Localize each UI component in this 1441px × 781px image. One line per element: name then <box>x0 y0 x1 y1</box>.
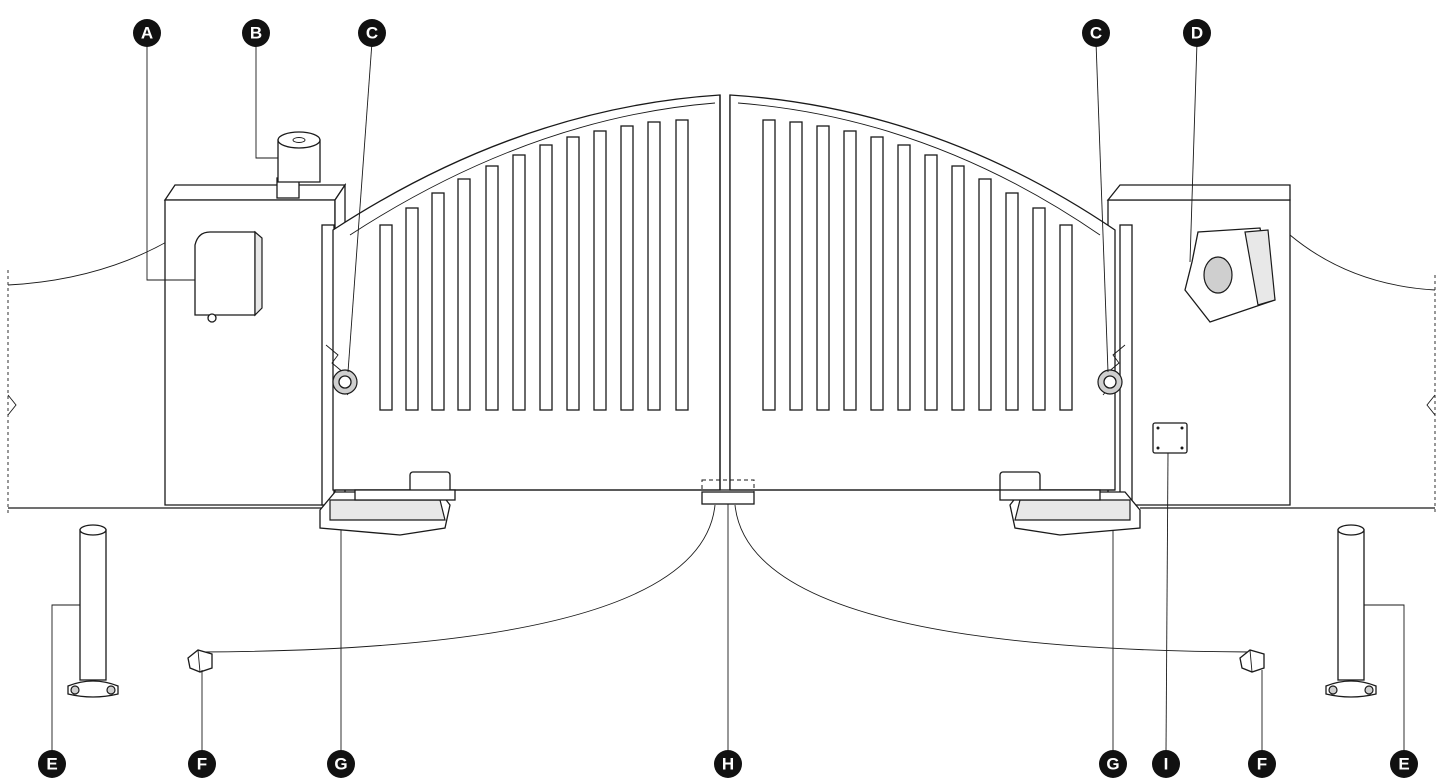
photocell-post-left <box>67 524 119 698</box>
callout-c-left-label: C <box>366 24 378 43</box>
callout-c-left: C <box>358 19 386 47</box>
callout-g-right: G <box>1099 750 1127 778</box>
ground-stopper-left <box>187 649 213 673</box>
callout-c-right: C <box>1082 19 1110 47</box>
gate-swing-arc-left <box>199 504 716 653</box>
leader-lines <box>51 41 1405 753</box>
gearmotor-right <box>999 471 1141 536</box>
callout-a: A <box>133 19 161 47</box>
key-selector <box>276 131 321 199</box>
gate-swing-arc-right <box>734 504 1251 653</box>
callout-g-right-label: G <box>1106 755 1119 774</box>
gearmotor-left <box>319 471 456 536</box>
photocell-post-right <box>1325 524 1377 698</box>
callout-f-left-label: F <box>197 755 207 774</box>
ground-stopper-right <box>1239 649 1265 673</box>
photocell-right <box>1097 344 1126 396</box>
callout-f-right: F <box>1248 750 1276 778</box>
callout-f-right-label: F <box>1257 755 1267 774</box>
wall-keypad <box>1152 422 1188 454</box>
right-gate-bars <box>762 119 1073 411</box>
callout-g-left: G <box>327 750 355 778</box>
callout-i-label: I <box>1164 755 1169 774</box>
photocell-left <box>325 344 358 396</box>
callout-f-left: F <box>188 750 216 778</box>
callout-b-label: B <box>250 24 262 43</box>
callout-i: I <box>1152 750 1180 778</box>
callout-h: H <box>714 750 742 778</box>
callout-a-label: A <box>141 24 153 43</box>
wall-outline <box>7 234 1436 515</box>
callout-h-label: H <box>722 755 734 774</box>
callout-d: D <box>1183 19 1211 47</box>
flashing-light <box>1184 227 1276 323</box>
callout-d-label: D <box>1191 24 1203 43</box>
callout-e-left: E <box>38 750 66 778</box>
right-gate-leaf <box>729 94 1116 491</box>
callout-g-left-label: G <box>334 755 347 774</box>
callout-c-right-label: C <box>1090 24 1102 43</box>
left-gate-bars <box>379 119 689 411</box>
control-unit <box>194 230 263 323</box>
callout-b: B <box>242 19 270 47</box>
callout-e-left-label: E <box>46 755 57 774</box>
callout-e-right-label: E <box>1398 755 1409 774</box>
callout-e-right: E <box>1390 750 1418 778</box>
